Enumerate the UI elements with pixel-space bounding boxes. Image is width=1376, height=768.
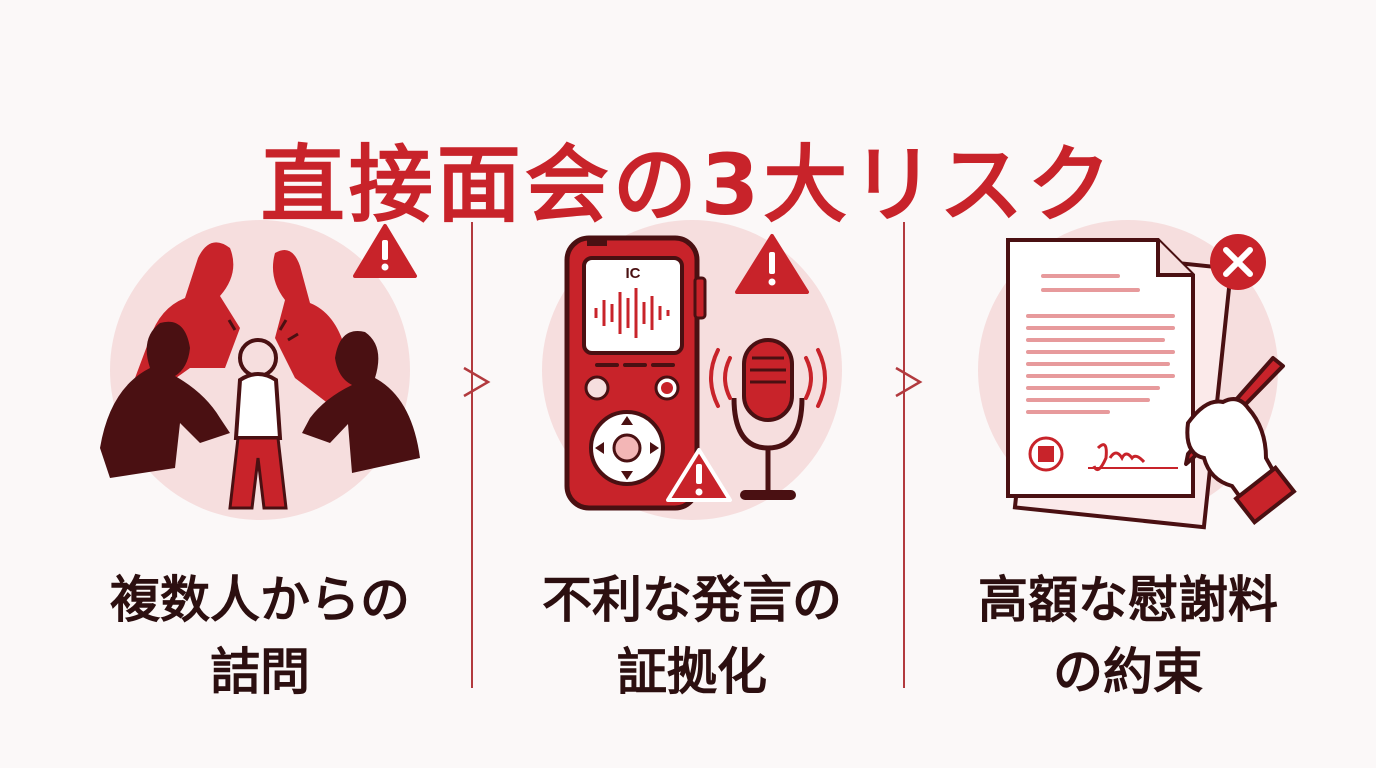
risk-label-recording: 不利な発言の 証拠化 (542, 571, 842, 701)
page-title: 直接面会の3大リスク (260, 136, 1116, 235)
risk-label-settlement: 高額な慰謝料 の約束 (978, 571, 1278, 701)
divider-2 (903, 222, 905, 688)
signature-mark (1092, 443, 1146, 472)
microphone-icon (709, 338, 827, 500)
document-icon (1006, 238, 1195, 498)
risk-label-interrogation: 複数人からの 詰問 (110, 571, 410, 701)
ic-recorder-icon: IC (564, 235, 707, 511)
warning-icon (666, 448, 732, 502)
risk-panel-settlement: 高額な慰謝料 の約束 (948, 218, 1308, 718)
divider-1 (471, 222, 473, 688)
chevron-right-icon (895, 366, 923, 398)
risk-panel-interrogation: 複数人からの 詰問 (80, 218, 440, 718)
interrogation-illustration (100, 220, 420, 520)
warning-icon (353, 224, 417, 278)
contract-illustration (978, 220, 1297, 530)
close-icon (1210, 234, 1266, 290)
risk-panel-recording: IC (512, 218, 872, 718)
chevron-right-icon (463, 366, 491, 398)
ic-label: IC (626, 265, 641, 282)
recording-illustration: IC (542, 220, 842, 520)
warning-icon (735, 234, 809, 294)
pen-hand-icon (1184, 356, 1297, 526)
